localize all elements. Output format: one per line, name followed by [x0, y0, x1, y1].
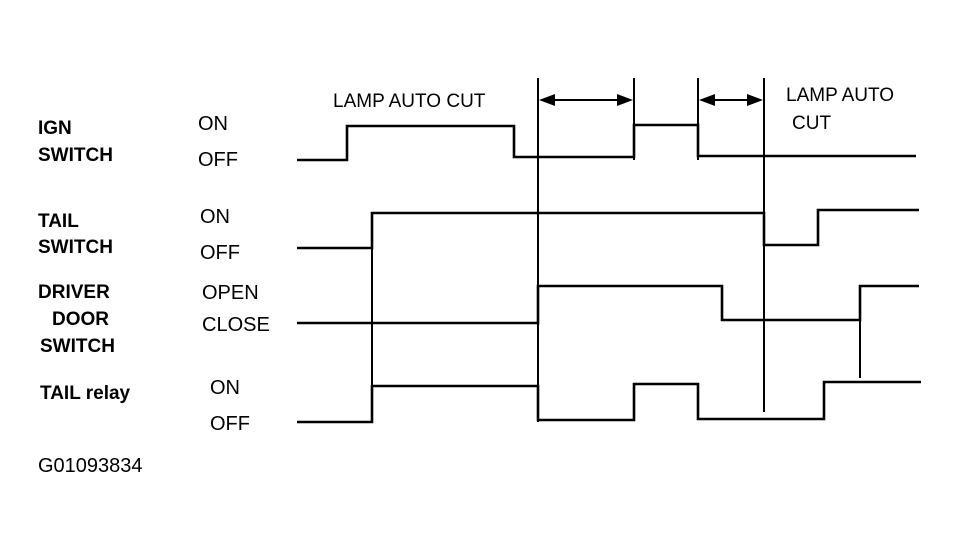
tail-off-label: OFF [200, 242, 240, 264]
ign-switch-label-line1: IGN [38, 118, 72, 139]
door-open-label: OPEN [202, 282, 259, 304]
lamp-auto-cut-label-2-line1: LAMP AUTO [786, 85, 894, 106]
door-close-label: CLOSE [202, 314, 270, 336]
ign-on-label: ON [198, 113, 228, 135]
tail-on-label: ON [200, 206, 230, 228]
ign-switch-label-line2: SWITCH [38, 145, 113, 166]
lamp-auto-cut-arrow-1 [539, 94, 633, 106]
driver-door-switch-label-line3: SWITCH [40, 336, 115, 357]
tail-switch-label-line1: TAIL [38, 211, 79, 232]
ign-off-label: OFF [198, 149, 238, 171]
tail-switch-waveform [297, 208, 919, 250]
lamp-auto-cut-arrow-2 [699, 94, 763, 106]
relay-on-label: ON [210, 377, 240, 399]
tail-relay-label: TAIL relay [40, 383, 131, 404]
relay-off-label: OFF [210, 413, 250, 435]
lamp-auto-cut-label-2-line2: CUT [792, 113, 831, 134]
driver-door-switch-waveform [297, 284, 919, 325]
figure-code: G01093834 [38, 455, 143, 477]
tail-switch-label-line2: SWITCH [38, 237, 113, 258]
driver-door-switch-label-line1: DRIVER [38, 282, 110, 303]
tail-relay-waveform [297, 380, 921, 424]
ign-switch-waveform [297, 123, 916, 162]
lamp-auto-cut-label-1: LAMP AUTO CUT [333, 91, 486, 112]
driver-door-switch-label-line2: DOOR [52, 309, 109, 330]
